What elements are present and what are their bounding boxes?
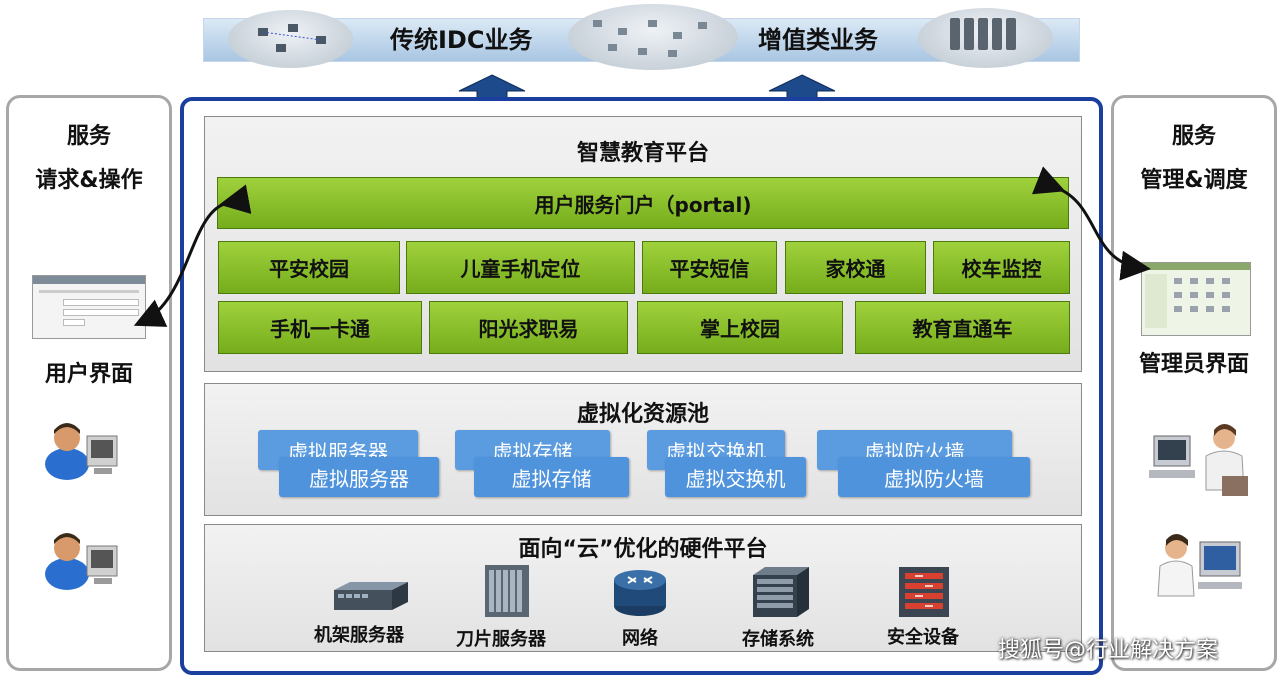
user-interface-label: 用户界面	[44, 362, 133, 387]
platform-title: 智慧教育平台	[576, 141, 709, 166]
network-label: 网络	[622, 628, 658, 649]
idc-cloud-icon	[228, 10, 353, 68]
storage-system-label: 存储系统	[742, 629, 814, 650]
app-mobile-campus: 掌上校园	[637, 301, 843, 354]
virtual-storage-card: 虚拟存储	[474, 457, 629, 497]
security-device-label: 安全设备	[887, 627, 959, 648]
app-home-school-link: 家校通	[785, 241, 926, 294]
admin-interface-label: 管理员界面	[1138, 352, 1249, 377]
admin-at-workstation-icon	[1149, 424, 1248, 496]
rack-server-icon	[334, 582, 408, 610]
security-device-icon	[899, 567, 949, 617]
storage-system-icon	[753, 567, 809, 617]
network-cloud-icon	[568, 4, 738, 70]
right-panel-subtitle: 管理&调度	[1140, 168, 1248, 193]
watermark: 搜狐号@行业解决方案	[998, 638, 1219, 663]
app-safe-campus: 平安校园	[218, 241, 400, 294]
app-phone-campus-card: 手机一卡通	[218, 301, 422, 354]
rack-server-label: 机架服务器	[314, 625, 404, 646]
virtual-firewall-card: 虚拟防火墙	[838, 457, 1030, 497]
user-at-computer-icon	[45, 533, 118, 590]
blade-server-icon	[485, 565, 529, 617]
left-panel-subtitle: 请求&操作	[35, 168, 143, 193]
user-at-computer-icon	[45, 423, 118, 480]
app-sunshine-job: 阳光求职易	[429, 301, 628, 354]
virtual-server-card: 虚拟服务器	[279, 457, 439, 497]
left-panel-title: 服务	[66, 124, 111, 149]
resource-pool-title: 虚拟化资源池	[576, 402, 709, 427]
app-education-express: 教育直通车	[855, 301, 1070, 354]
hardware-title: 面向“云”优化的硬件平台	[518, 537, 768, 562]
left-service-panel: 服务 请求&操作 用户界面	[6, 95, 172, 671]
app-school-bus-monitoring: 校车监控	[933, 241, 1070, 294]
app-child-phone-locator: 儿童手机定位	[406, 241, 635, 294]
app-safe-sms: 平安短信	[642, 241, 777, 294]
user-login-screen-thumbnail	[32, 275, 146, 339]
admin-console-thumbnail	[1141, 262, 1251, 336]
right-panel-title: 服务	[1171, 124, 1216, 149]
network-router-icon	[614, 570, 666, 616]
cloud-devices-graphic	[258, 18, 1016, 57]
blade-server-label: 刀片服务器	[456, 629, 546, 650]
traditional-idc-label: 传统IDC业务	[390, 26, 533, 54]
virtual-switch-card: 虚拟交换机	[665, 457, 806, 497]
value-added-label: 增值类业务	[758, 26, 878, 54]
user-service-portal: 用户服务门户（portal)	[217, 177, 1069, 229]
admin-at-workstation-icon	[1157, 534, 1242, 597]
right-service-panel: 服务 管理&调度 管理员界面	[1111, 95, 1277, 671]
